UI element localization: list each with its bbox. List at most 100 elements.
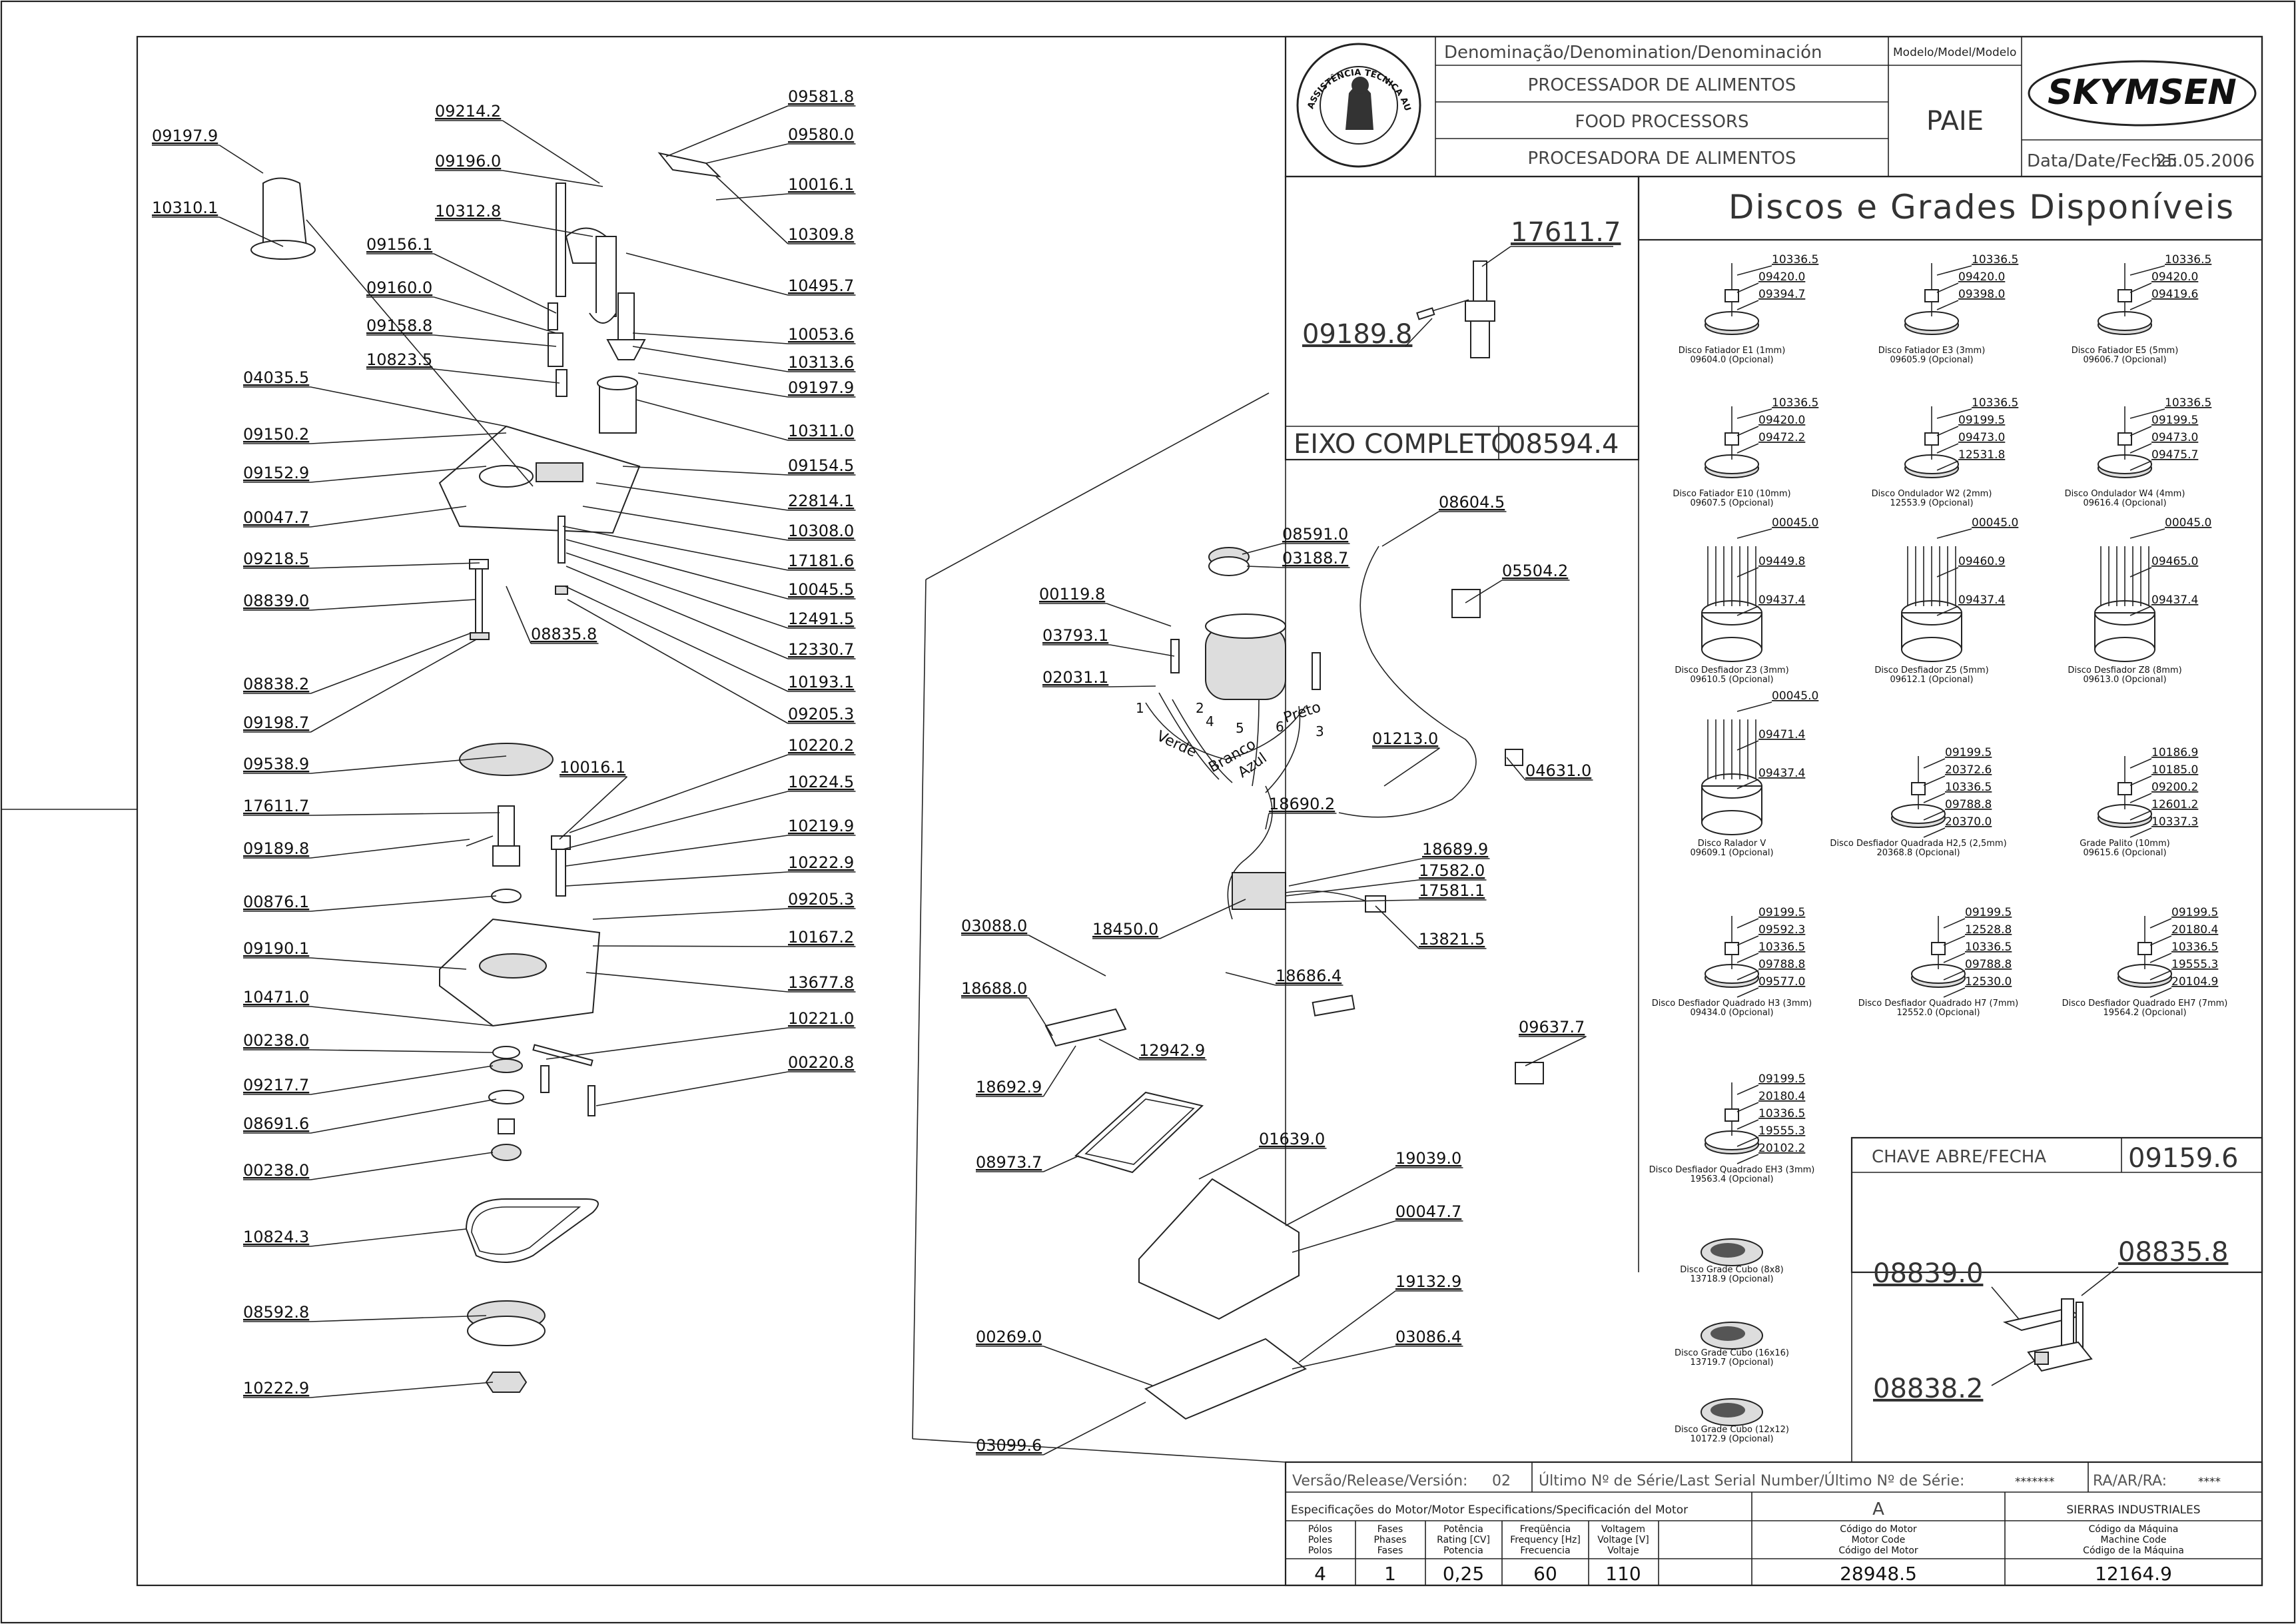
disc-item-6: Disco Desfiador Z3 (3mm)09610.5 (Opciona… — [1675, 516, 1818, 685]
right-part-label-leader-6 — [632, 346, 789, 372]
left-part-label-19: 10016.1 — [560, 758, 625, 777]
disc-grade-cubo-grid — [1711, 1326, 1745, 1341]
middle-part-label-leader-12 — [1285, 899, 1419, 903]
disc-part-14-3: 19555.3 — [2171, 958, 2218, 971]
disc-part-10-1: 20372.6 — [1945, 763, 1992, 777]
disc-blade — [1924, 432, 1939, 446]
right-part-label-leader-17 — [567, 599, 789, 724]
disc-part-15-0: 09199.5 — [1758, 1072, 1805, 1086]
middle-part-label-leader-23 — [1285, 1167, 1396, 1226]
disc-part-leader — [2129, 758, 2152, 769]
wire-number-2: 4 — [1206, 713, 1214, 729]
left-machine-drawing — [250, 152, 721, 1393]
disc-item-18: Disco Grade Cubo (12x12)10172.9 (Opciona… — [1675, 1398, 1789, 1444]
middle-part-label-5: 03793.1 — [1042, 626, 1108, 645]
spec-col-h2-2: Rating [CV] — [1437, 1535, 1490, 1545]
left-part-label-leader-20 — [310, 812, 500, 816]
spec-col-h3-4: Voltaje — [1607, 1545, 1639, 1556]
disc-blade — [1924, 289, 1939, 302]
date-value: 25.05.2006 — [2155, 151, 2255, 171]
right-part-label-leader-8 — [635, 399, 789, 441]
disc-part-leader — [1923, 793, 1946, 803]
middle-part-label-leader-9 — [1265, 813, 1270, 830]
wire-number-5: 3 — [1316, 723, 1324, 739]
left-part-label-leader-9 — [310, 386, 507, 427]
wire-number-4: 6 — [1276, 719, 1284, 735]
disc-name-3: Disco Fatiador E10 (10mm) — [1673, 489, 1790, 499]
disc-part-5-3: 09475.7 — [2151, 448, 2198, 462]
disc-part-12-4: 09577.0 — [1758, 975, 1805, 989]
disc-part-9-1: 09471.4 — [1758, 728, 1805, 741]
left-part-label-7: 09158.8 — [366, 316, 432, 335]
right-part-label-leader-19 — [562, 791, 789, 850]
disc-item-4: Disco Ondulador W2 (2mm)12553.9 (Opciona… — [1872, 396, 2019, 508]
disc-item-10: Disco Desfiador Quadrada H2,5 (2,5mm)203… — [1830, 746, 2006, 858]
left-part-label-5: 09156.1 — [366, 235, 432, 254]
left-part-label-leader-17 — [310, 639, 477, 733]
seal-text: ASSISTÊNCIA TÉCNICA AUTORIZADA — [0, 0, 1413, 113]
disc-code-9: 09609.1 (Opcional) — [1690, 848, 1773, 858]
eixo-completo-panel: EIXO COMPLETO 08594.4 17611.7 09189.8 — [1284, 175, 1640, 461]
disc-part-leader — [2129, 567, 2152, 578]
left-part-label-14: 08839.0 — [243, 592, 309, 610]
left-part-label-leader-25 — [310, 1049, 494, 1053]
disc-part-leader — [1736, 426, 1759, 436]
middle-part-label-leader-4 — [1106, 603, 1172, 627]
disc-item-17: Disco Grade Cubo (16x16)13719.7 (Opciona… — [1675, 1322, 1789, 1368]
disc-code-5: 09616.4 (Opcional) — [2083, 498, 2166, 508]
disc-part-11-3: 12601.2 — [2151, 798, 2198, 811]
disc-code-6: 09610.5 (Opcional) — [1690, 675, 1773, 685]
disc-part-leader — [1736, 1119, 1759, 1130]
disc-part-leader — [1736, 1136, 1759, 1147]
right-part-label-4: 10495.7 — [788, 276, 854, 295]
right-part-label-leader-16 — [564, 586, 789, 692]
middle-part-label-12: 17581.1 — [1419, 881, 1485, 900]
middle-part-label-20: 09637.7 — [1519, 1018, 1585, 1036]
spec-col-h2-5: Motor Code — [1852, 1535, 1906, 1545]
spec-col-h3-0: Polos — [1308, 1545, 1332, 1556]
motor-spec-label: Especificações do Motor/Motor Especifica… — [1291, 1503, 1688, 1517]
spec-col-h3-3: Frecuencia — [1520, 1545, 1570, 1556]
chave-part-1: 08839.0 — [1873, 1258, 1983, 1289]
disc-item-3: Disco Fatiador E10 (10mm)09607.5 (Opcion… — [1673, 396, 1818, 508]
disc-grid: Disco Fatiador E1 (1mm)09604.0 (Opcional… — [1649, 253, 2228, 1444]
disc-item-15: Disco Desfiador Quadrado EH3 (3mm)19563.… — [1649, 1072, 1815, 1184]
left-part-label-20: 17611.7 — [243, 797, 309, 815]
disc-code-4: 12553.9 (Opcional) — [1890, 498, 1973, 508]
disc-part-13-0: 09199.5 — [1965, 906, 2012, 919]
disc-part-8-1: 09465.0 — [2151, 555, 2198, 568]
spec-col-value-4: 110 — [1605, 1563, 1641, 1585]
wire-number-0: 1 — [1136, 700, 1144, 716]
disc-part-10-3: 09788.8 — [1945, 798, 1992, 811]
middle-part-label-leader-1 — [1246, 566, 1283, 568]
left-part-label-1: 10310.1 — [152, 199, 218, 217]
disc-item-0: Disco Fatiador E1 (1mm)09604.0 (Opcional… — [1679, 253, 1819, 365]
disc-part-leader — [1936, 528, 1972, 539]
right-part-label-leader-12 — [562, 526, 789, 571]
disc-part-2-1: 09420.0 — [2151, 270, 2198, 284]
spec-col-h2-3: Frequency [Hz] — [1510, 1535, 1581, 1545]
right-part-label-7: 09197.9 — [788, 378, 854, 397]
left-part-label-leader-10 — [310, 432, 507, 444]
version-value: 02 — [1492, 1473, 1511, 1489]
disc-part-10-4: 20370.0 — [1945, 815, 1992, 829]
disc-code-18: 10172.9 (Opcional) — [1690, 1434, 1773, 1444]
right-part-label-leader-24 — [585, 972, 789, 993]
disc-part-11-0: 10186.9 — [2151, 746, 2198, 759]
middle-part-label-leader-19 — [1042, 1045, 1076, 1097]
middle-part-label-10: 18689.9 — [1422, 840, 1488, 859]
middle-part-label-leader-24 — [1292, 1220, 1396, 1253]
right-part-label-leader-4 — [625, 252, 789, 296]
right-part-label-leader-10 — [595, 482, 789, 511]
middle-part-label-3: 05504.2 — [1502, 562, 1568, 580]
left-part-label-4: 10312.8 — [435, 202, 501, 220]
middle-part-label-leader-25 — [1298, 1290, 1396, 1363]
disc-part-leader — [1923, 810, 1946, 821]
discs-panel: Discos e Grades Disponíveis — [1637, 175, 2263, 1272]
disc-part-4-1: 09199.5 — [1958, 414, 2005, 427]
disc-part-10-2: 10336.5 — [1945, 781, 1992, 794]
right-part-label-8: 10311.0 — [788, 422, 854, 440]
eixo-title: EIXO COMPLETO — [1294, 429, 1512, 460]
middle-part-label-leader-22 — [1198, 1148, 1260, 1180]
model-header: Modelo/Model/Modelo — [1893, 46, 2016, 59]
